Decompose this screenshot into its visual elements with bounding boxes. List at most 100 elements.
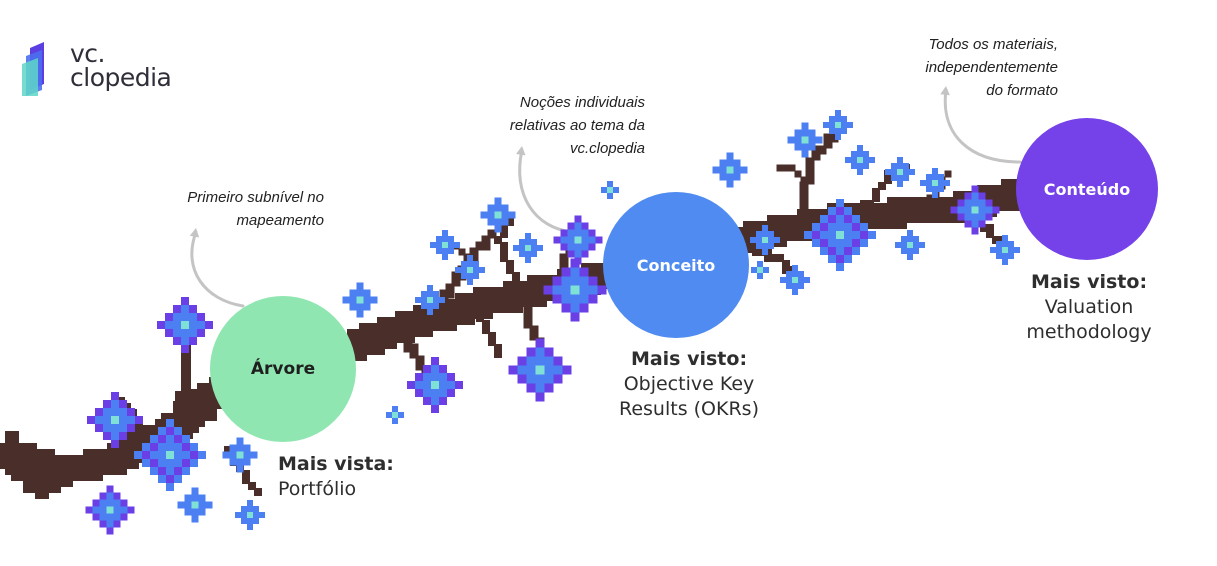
annotation-line: do formato: [986, 82, 1058, 99]
stat-conceito: Mais visto: Objective Key Results (OKRs): [614, 347, 764, 422]
branch-pixel: [805, 169, 815, 179]
branch-pixel: [181, 385, 191, 395]
branch-pixel: [476, 314, 484, 322]
branch-pixel: [494, 236, 502, 244]
branch-pixel: [799, 193, 809, 203]
branch-pixel: [980, 224, 988, 232]
arrow-head-icon: [940, 86, 950, 96]
branch-pixel: [529, 325, 539, 335]
branch-pixel: [517, 295, 527, 305]
branch-pixel: [224, 446, 232, 454]
annotation-line: vc.clopedia: [569, 140, 645, 157]
pixel-blossom: [508, 338, 572, 402]
stat-conteudo: Mais visto: Valuation methodology: [1010, 270, 1168, 345]
branch-pixel: [494, 350, 502, 358]
branch-pixel: [445, 283, 455, 293]
branch-pixel: [799, 199, 809, 209]
pixel-blossom: [177, 487, 213, 523]
branch-pixel: [175, 397, 185, 407]
pixel-blossoms: [85, 110, 1020, 535]
branch-pixel: [782, 164, 790, 172]
branch-pixel: [872, 194, 880, 202]
annotation-line: relativas ao tema da: [509, 117, 645, 134]
node-conceito[interactable]: Conceito: [603, 192, 749, 338]
branch-pixel: [409, 349, 419, 359]
branch-pixel: [878, 182, 886, 190]
branch-pixel: [181, 379, 191, 389]
branch-pixel: [823, 139, 833, 149]
branch-pixel: [397, 325, 407, 335]
branch-pixel: [512, 272, 520, 280]
branch-pixel: [776, 254, 784, 262]
annotation-line: independentemente: [925, 59, 1058, 76]
branch-pixel: [811, 145, 821, 155]
branch-pixel: [884, 176, 892, 184]
pixel-blossom: [386, 406, 404, 424]
pixel-blossom: [87, 392, 143, 448]
branch-pixel: [181, 373, 191, 383]
pixel-blossom: [751, 261, 769, 279]
branch-pixel: [175, 391, 185, 401]
vc-clopedia-logo[interactable]: vc. clopedia: [22, 41, 172, 96]
pixel-blossom: [407, 357, 463, 413]
pixel-blossom: [480, 197, 516, 233]
branch-pixel: [397, 331, 407, 341]
branch-pixel: [500, 242, 508, 250]
branch-pixel: [451, 271, 461, 281]
branch-pixel: [175, 415, 185, 425]
branch-pixel: [482, 320, 490, 328]
stat-key: Mais visto:: [630, 348, 748, 370]
stat-value: Objective Key: [623, 373, 755, 395]
pixel-blossom: [157, 297, 213, 353]
branch-pixel: [403, 337, 413, 347]
branch-pixel: [559, 259, 569, 269]
branch-pixel: [175, 403, 185, 413]
branch-pixel: [926, 200, 934, 208]
annotation-arvore: Primeiro subnível no mapeamento: [150, 186, 324, 232]
branch-pixel: [481, 235, 491, 245]
branch-pixel: [805, 157, 815, 167]
node-arvore[interactable]: Árvore: [210, 296, 356, 442]
branch-pixel: [512, 278, 520, 286]
annotation-arrow: [190, 230, 245, 308]
branch-pixel: [500, 230, 508, 238]
branch-pixel: [746, 242, 754, 250]
branch-pixel: [523, 313, 533, 323]
pixel-blossom: [455, 255, 485, 285]
node-conteudo[interactable]: Conteúdo: [1016, 118, 1158, 260]
branch-pixel: [469, 247, 479, 257]
branch-pixel: [439, 289, 449, 299]
pixel-blossom: [85, 485, 135, 535]
branch-pixel: [506, 218, 514, 226]
branch-pixel: [752, 248, 760, 256]
annotation-arrow: [943, 88, 1022, 164]
branch-pixel: [517, 283, 527, 293]
branch-pixel: [488, 332, 496, 340]
pixel-blossom: [430, 230, 460, 260]
branch-pixel: [500, 248, 508, 256]
pixel-blossom: [601, 181, 619, 199]
arrow-head-icon: [516, 146, 526, 156]
branch-pixel: [782, 266, 790, 274]
pixel-blossom: [415, 285, 445, 315]
branch-pixel: [133, 427, 143, 437]
annotation-line: Todos os materiais,: [928, 36, 1058, 53]
pixel-blossom: [845, 145, 875, 175]
branch-pixel: [559, 253, 569, 263]
branch-pixel: [872, 188, 880, 196]
branch-pixel: [181, 349, 191, 359]
branch-pixel: [823, 133, 833, 143]
branch-pixel: [482, 326, 490, 334]
branch-pixel: [811, 151, 821, 161]
pixel-blossom: [134, 419, 206, 491]
pixel-blossom: [222, 437, 258, 473]
pixel-blossom: [885, 157, 915, 187]
branch-pixel: [415, 361, 425, 371]
branch-pixel: [242, 470, 250, 478]
pixel-blossom: [712, 152, 748, 188]
pixel-blossom: [780, 265, 810, 295]
annotation-conteudo: Todos os materiais, independentemente do…: [880, 33, 1058, 102]
branch-pixel: [800, 176, 808, 184]
branch-pixel: [860, 200, 868, 208]
node-label: Árvore: [250, 359, 316, 379]
